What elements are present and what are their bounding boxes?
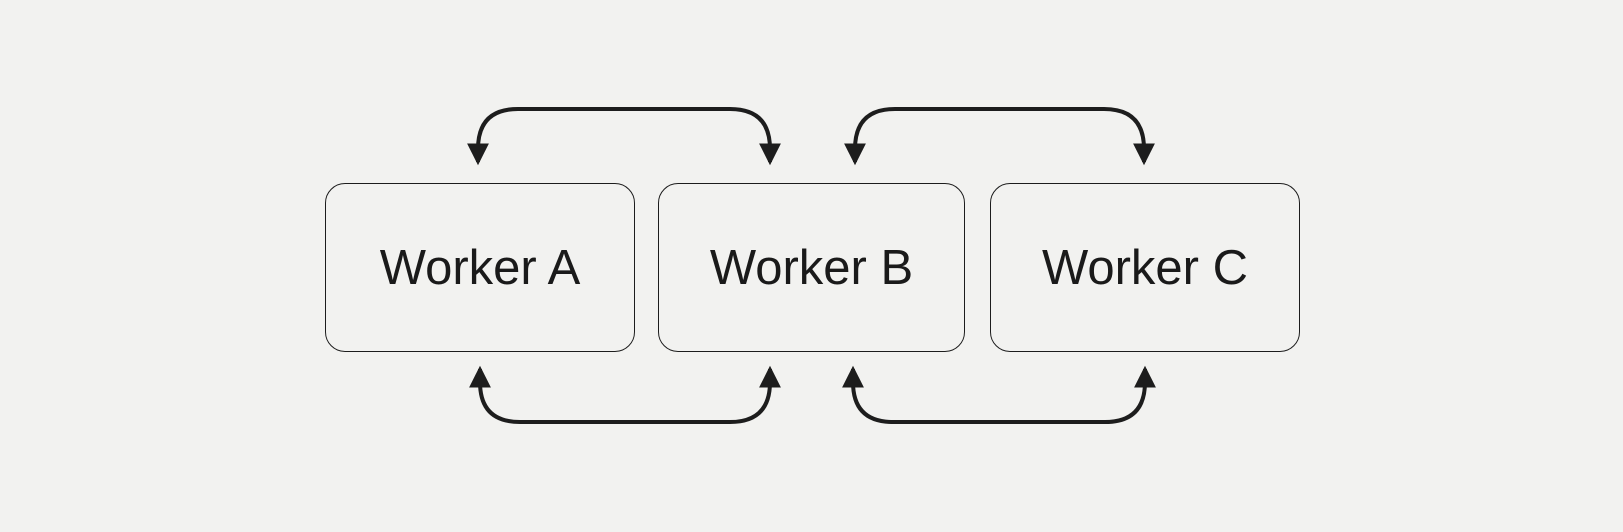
arrow-top-worker-b-worker-c bbox=[844, 107, 1155, 166]
node-worker-c: Worker C bbox=[990, 183, 1300, 352]
node-worker-c-label: Worker C bbox=[1041, 240, 1248, 295]
arrow-top-worker-a-worker-b bbox=[467, 107, 781, 166]
node-worker-a-label: Worker A bbox=[379, 240, 581, 295]
node-worker-b: Worker B bbox=[658, 183, 965, 352]
arrow-bottom-worker-a-worker-b bbox=[469, 365, 781, 424]
node-worker-a: Worker A bbox=[325, 183, 635, 352]
node-worker-b-label: Worker B bbox=[709, 240, 914, 295]
arrow-bottom-worker-b-worker-c bbox=[842, 365, 1156, 424]
